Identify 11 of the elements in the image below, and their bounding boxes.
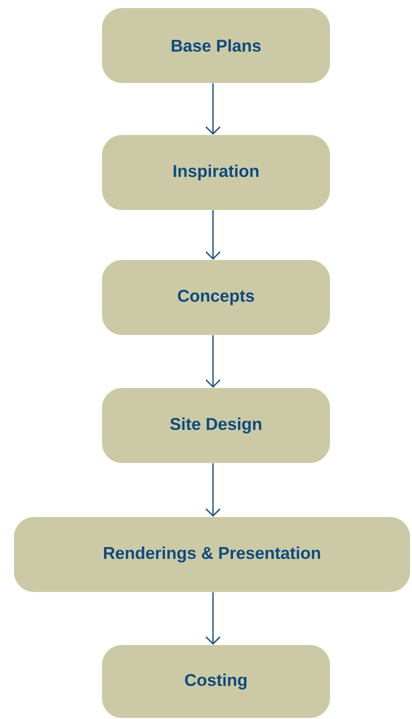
process-box: Base Plans (102, 8, 330, 83)
arrow (206, 335, 220, 388)
arrow (206, 592, 220, 645)
process-box: Concepts (102, 260, 330, 335)
process-box: Inspiration (102, 135, 330, 210)
process-box: Renderings & Presentation (14, 517, 410, 592)
process-box: Costing (102, 645, 330, 718)
process-box: Site Design (102, 388, 330, 463)
arrow (206, 210, 220, 260)
arrow (206, 463, 220, 517)
arrow (206, 83, 220, 135)
